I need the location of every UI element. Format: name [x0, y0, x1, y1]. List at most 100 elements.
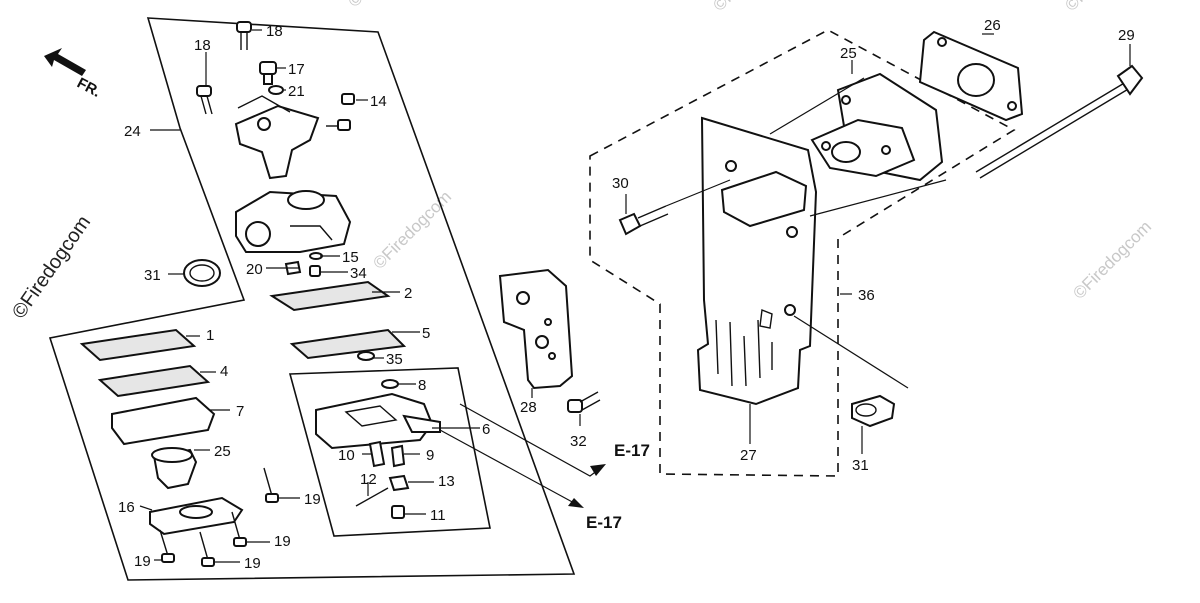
part-label: 29	[1118, 27, 1135, 44]
part-label: 25	[214, 443, 231, 460]
screw-head	[161, 553, 175, 563]
gasket-27	[498, 268, 574, 390]
gasket-hole-small	[548, 352, 556, 360]
part-label: 9	[426, 447, 434, 464]
bolt-shank	[637, 205, 669, 227]
plate-hole	[725, 160, 737, 172]
screw-head	[259, 61, 277, 75]
part-label: 31	[852, 457, 869, 474]
screw-shank	[159, 529, 169, 557]
reference-e17-upper: E-17	[614, 441, 650, 460]
connector-line	[665, 179, 731, 207]
insulator-hole	[881, 145, 891, 155]
gasket-hole	[516, 291, 530, 305]
connector-line	[793, 315, 909, 389]
pin-12	[355, 487, 389, 507]
part-label: 35	[386, 351, 403, 368]
part-label: 15	[342, 249, 359, 266]
screw-11	[391, 505, 405, 519]
screw-shank	[263, 73, 273, 85]
insulator-bore	[831, 141, 861, 163]
screw-head	[341, 93, 355, 105]
throttle-pivot	[257, 117, 271, 131]
screw-18-top	[236, 21, 252, 50]
clamp-31	[851, 394, 896, 454]
stud-shank	[975, 81, 1131, 179]
part-label: 6	[482, 421, 490, 438]
carburetor-bore	[287, 190, 325, 210]
plug-34	[309, 265, 321, 277]
screw-33	[567, 391, 601, 413]
part-label: 1	[206, 327, 214, 344]
leader-16	[139, 505, 153, 511]
screw-17	[259, 61, 277, 85]
front-label: FR.	[74, 75, 103, 101]
screw-head	[201, 557, 215, 567]
screw-shank	[579, 391, 601, 411]
watermark: ©Firedogcom	[344, 0, 430, 11]
carburetor-detail	[290, 225, 333, 241]
valve-9	[390, 444, 406, 468]
front-arrow: FR.	[44, 48, 103, 101]
plate-28-slot	[720, 170, 808, 228]
part-label: 8	[418, 377, 426, 394]
stud-29	[975, 44, 1144, 179]
primer-rim	[151, 447, 193, 463]
part-label: 14	[370, 93, 387, 110]
part-label: 10	[338, 447, 355, 464]
screw-shank	[199, 531, 209, 561]
plate-hole	[784, 304, 796, 316]
assembly-frame-24	[48, 17, 576, 581]
insulator-hole	[841, 95, 851, 105]
part-label: 36	[858, 287, 875, 304]
clamp-ring	[855, 403, 877, 417]
part-label: 34	[350, 265, 367, 282]
stud-nut	[1116, 64, 1144, 96]
plate-hole	[786, 226, 798, 238]
plate-28-ribs	[715, 309, 773, 387]
arrow-head-icon	[568, 498, 584, 508]
part-label: 19	[134, 553, 151, 570]
part-label: 25	[840, 45, 857, 62]
ring-32	[183, 259, 221, 287]
gasket-hole	[937, 37, 947, 47]
bolt-head	[618, 212, 642, 236]
ring-32-inner	[189, 264, 215, 282]
gasket-hole	[535, 335, 549, 349]
screw-head	[236, 21, 252, 33]
reference-e17-lower: E-17	[586, 513, 622, 532]
part-label: 7	[236, 403, 244, 420]
screws-19	[159, 467, 279, 567]
part-label: 4	[220, 363, 228, 380]
part-label: 31	[144, 267, 161, 284]
gasket-hole	[1007, 101, 1017, 111]
assembly-frame-36	[589, 29, 1016, 477]
plate-28	[696, 116, 818, 406]
screw-head	[567, 399, 583, 413]
connector-line	[769, 77, 865, 135]
washer-8	[381, 379, 399, 389]
part-label: 5	[422, 325, 430, 342]
connector-line	[809, 179, 947, 217]
part-label: 19	[304, 491, 321, 508]
clip-13	[388, 474, 410, 492]
washer-35	[357, 351, 375, 361]
screw-shank	[200, 95, 213, 115]
watermark: ©Firedogcom	[1061, 0, 1147, 15]
watermark: ©Firedogcom	[709, 0, 795, 15]
pump-detail	[344, 405, 398, 427]
part-label: 26	[984, 17, 1001, 34]
screw-head	[196, 85, 212, 97]
screw-head	[337, 119, 351, 131]
arrow-head-icon	[590, 464, 606, 476]
watermark: ©Firedogcom	[369, 187, 455, 273]
watermark: ©Firedogcom	[1069, 217, 1155, 303]
gasket-1	[79, 328, 197, 362]
part-label: 19	[244, 555, 261, 572]
part-label: 32	[570, 433, 587, 450]
part-label: 19	[274, 533, 291, 550]
washer-21	[268, 85, 284, 95]
bolt-30	[618, 194, 669, 236]
